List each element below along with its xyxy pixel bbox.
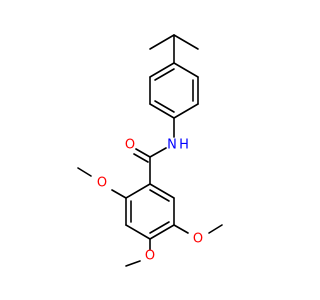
- bond-carbonyl-oxygen-b: [133, 153, 149, 163]
- ring1-bond-3: [173, 103, 199, 119]
- ring1-bond-4: [149, 103, 175, 119]
- isopropyl-group: [149, 34, 199, 64]
- trimethoxyphenyl-ring: [125, 183, 175, 240]
- bond-ring-methoxy-o2: [111, 189, 127, 199]
- amide-hydrogen-label: H: [179, 138, 189, 153]
- aniline-ring: [149, 62, 199, 119]
- bond-isopropyl-methyl-left: [149, 34, 175, 50]
- methoxy-oxygen-2-label: O: [97, 176, 107, 191]
- ring1-bond-6: [149, 62, 175, 78]
- bond-o2-methyl: [77, 167, 92, 177]
- methoxy-groups: [77, 167, 223, 267]
- ring2-bond-6: [125, 183, 151, 199]
- ring2-bond-4: [125, 224, 151, 240]
- ring1-bond-1: [173, 62, 199, 78]
- bond-o5-methyl: [208, 224, 223, 234]
- bond-isopropyl-methyl-right: [173, 34, 199, 50]
- molecule-canvas: O N H O O O: [77, 34, 223, 267]
- amide-nitrogen-label: N: [167, 138, 177, 153]
- methoxy-oxygen-5-label: O: [193, 232, 203, 247]
- bond-nitrogen-carbonyl: [149, 147, 167, 158]
- structure-diagram: O N H O O O: [77, 34, 223, 267]
- amide-oxygen-label: O: [125, 138, 135, 153]
- ring2-bond-1-inner: [149, 189, 170, 202]
- ring1-bond-4-inner: [154, 100, 175, 113]
- amide-group: [133, 117, 175, 185]
- ring2-bond-3-inner: [149, 221, 170, 234]
- ring2-bond-1: [149, 183, 175, 199]
- bond-o4-methyl: [125, 260, 141, 267]
- ring1-bond-6-inner: [154, 68, 175, 81]
- bond-ring-methoxy-o5: [173, 224, 189, 234]
- bond-carbonyl-oxygen-a: [135, 148, 151, 158]
- ring2-bond-3: [149, 224, 175, 240]
- methoxy-oxygen-4-label: O: [145, 249, 155, 264]
